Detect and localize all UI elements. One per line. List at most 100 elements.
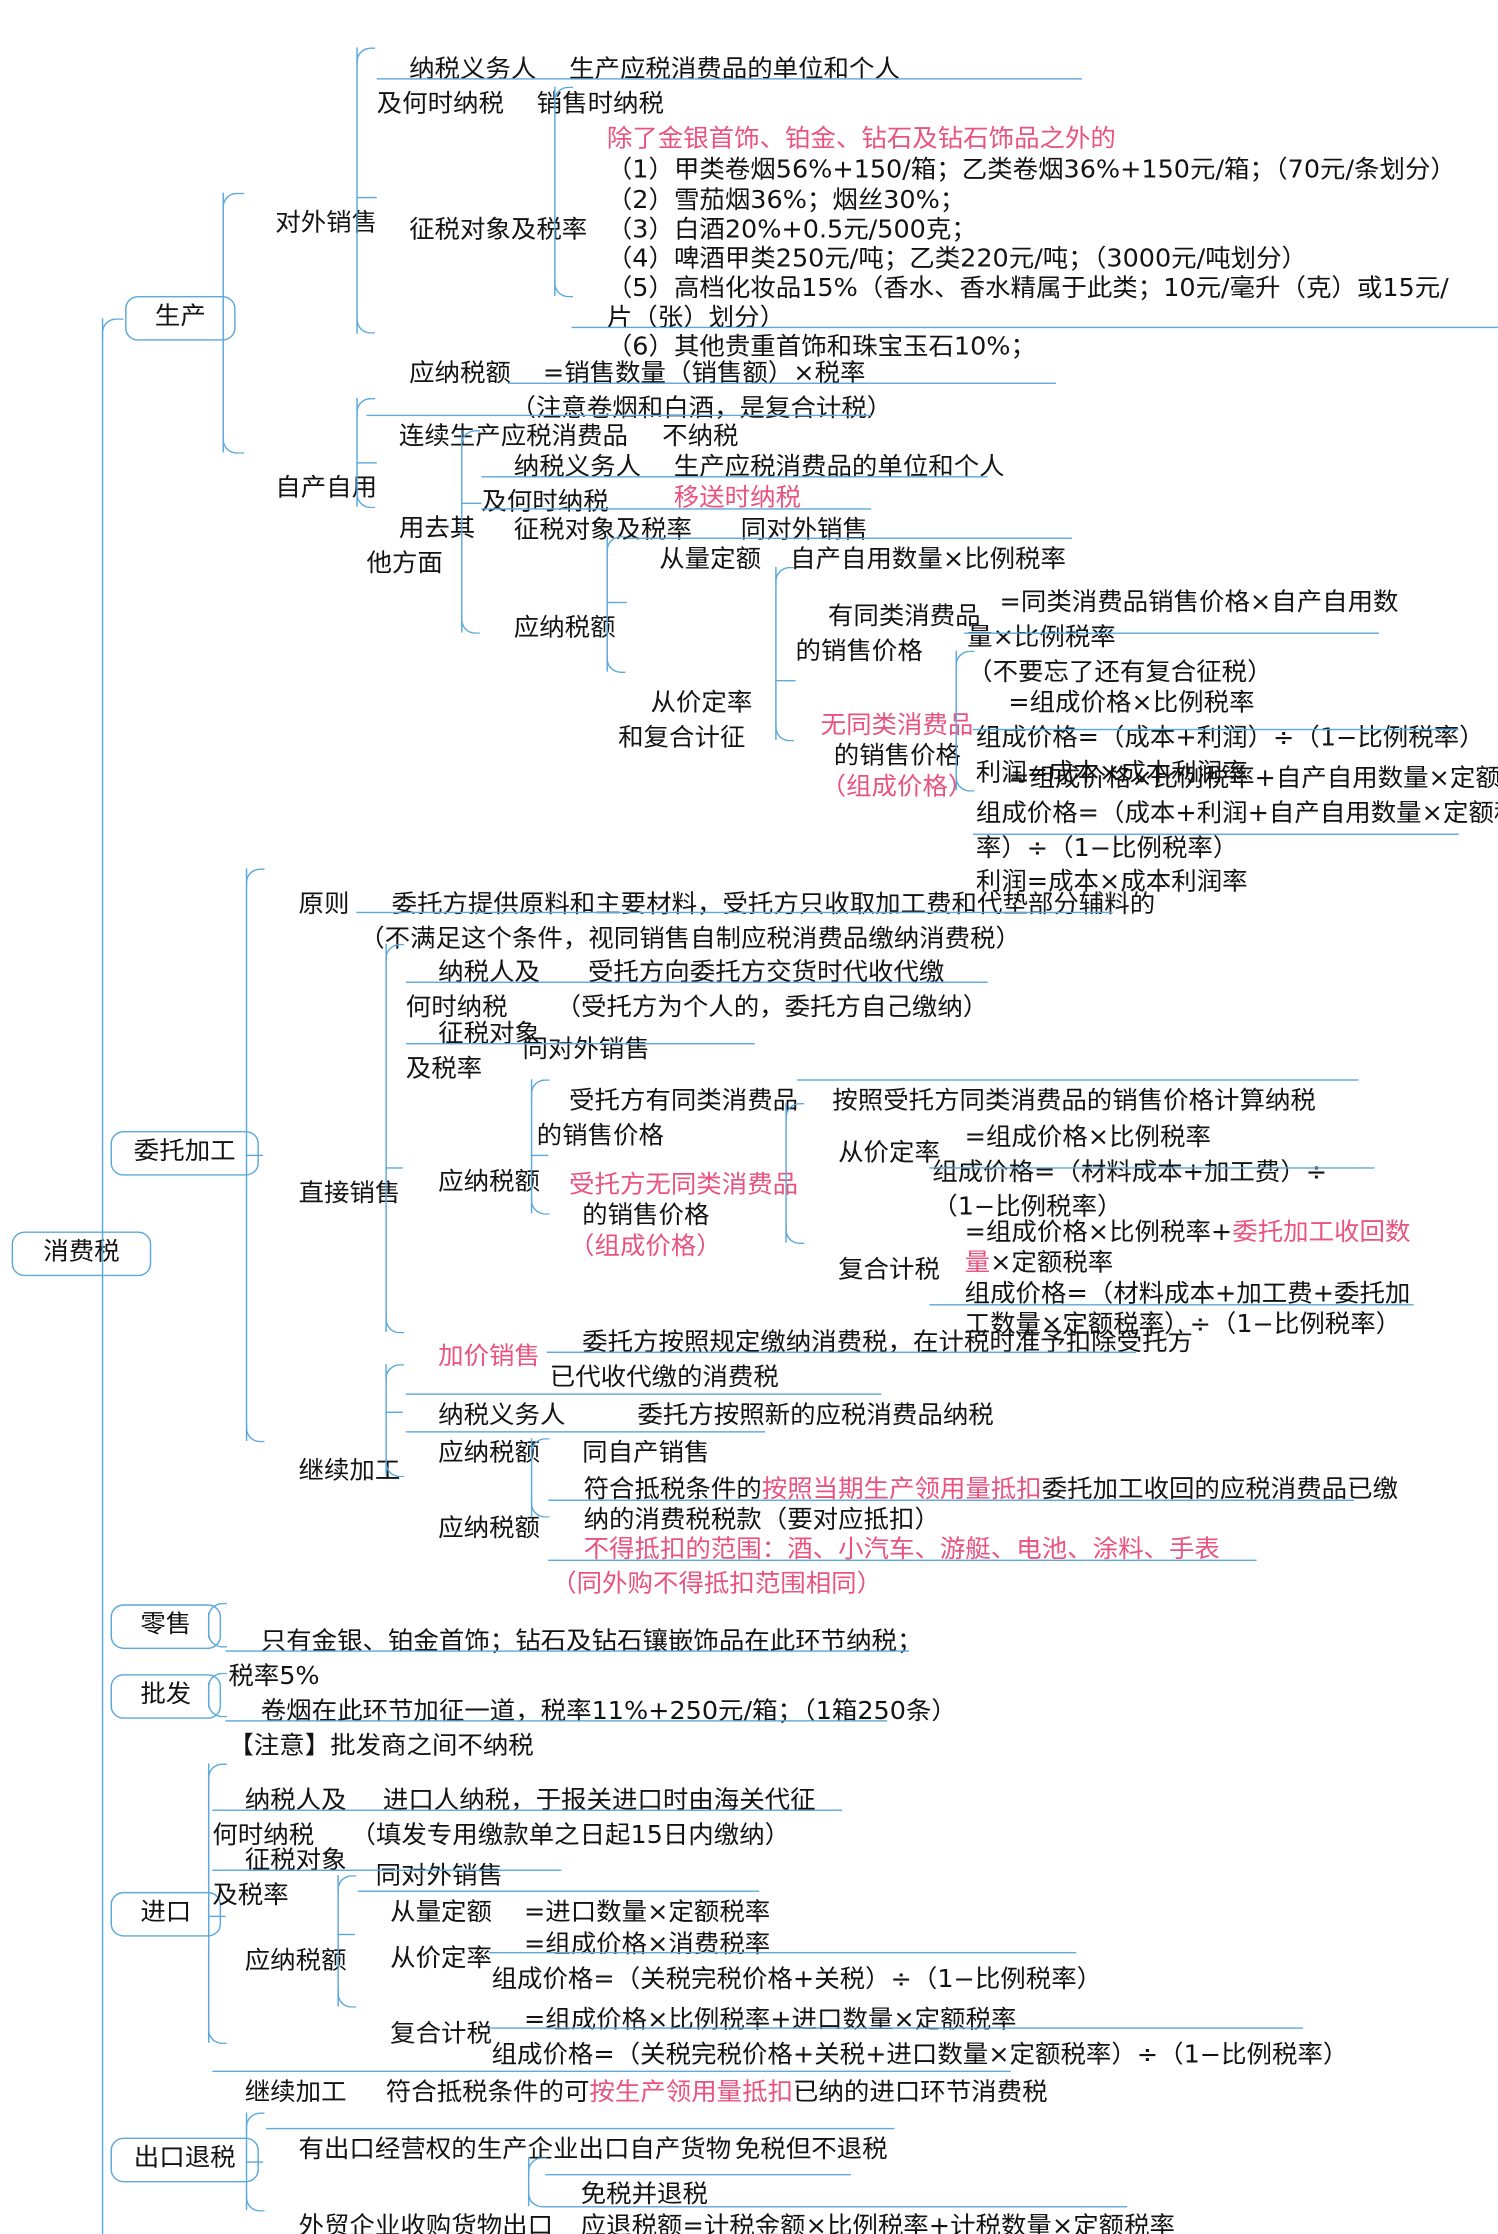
ext-elbow-top: [356, 47, 376, 66]
node-continue-process-label[interactable]: 继续加工: [266, 1420, 401, 1524]
imppay-elbow-top: [337, 1875, 357, 1894]
external-sales-label: 对外销售: [275, 209, 378, 238]
node-principle-label[interactable]: 原则: [266, 853, 350, 957]
cont-taxpayer-label: 纳税义务人: [438, 1401, 566, 1430]
node-ent-same-kind-value: 按照受托方同类消费品的销售价格计算纳税: [800, 1050, 1316, 1154]
node-selfuse-taxpayer-label[interactable]: 纳税义务人 及何时纳税: [481, 416, 641, 555]
node-other-use[interactable]: 用去其 他方面: [367, 478, 476, 617]
continue-spine: [385, 1364, 387, 1476]
node-ent-composite-label[interactable]: 复合计税: [806, 1219, 940, 1323]
node-nosame-value-1: =组成价格×比例税率 组成价格=（成本+利润）÷（1−比例税率） 利润=成本×成…: [976, 652, 1485, 825]
cp2-line2: 纳的消费税税款（要对应抵扣）: [583, 1506, 940, 1535]
selfuse-quantity-value: 自产自用数量×比例税率: [790, 545, 1066, 574]
node-same-kind-label[interactable]: 有同类消费品 的销售价格: [796, 565, 981, 704]
prod-ext-objrate-label: 征税对象及税率: [409, 216, 588, 245]
et-elbow-top: [527, 2157, 547, 2176]
node-cont-payable1-label[interactable]: 应纳税额: [406, 1402, 540, 1506]
node-ent-same-kind-label[interactable]: 受托方有同类消费品 的销售价格: [537, 1050, 798, 1189]
ent-composite-line4: 工数量×定额税率）÷（1−比例税率）: [964, 1310, 1402, 1339]
same-kind-label: 有同类消费品 的销售价格: [795, 602, 981, 666]
node-markup-sale-label[interactable]: 加价销售: [406, 1305, 540, 1409]
branch-production[interactable]: 生产: [125, 296, 236, 341]
branch-entrusted-label: 委托加工: [133, 1137, 236, 1166]
node-export-trader-label[interactable]: 外贸企业收购货物出口: [266, 2175, 554, 2234]
selfuse-payable-spine: [606, 536, 608, 672]
export-elbow-mid: [245, 2161, 264, 2163]
import-advalorem-value: =组成价格×消费税率 组成价格=（关税完税价格+关税）÷（1−比例税率）: [491, 1930, 1103, 1994]
entrusted-elbow-top: [245, 868, 265, 887]
branch-production-label: 生产: [154, 302, 206, 331]
node-import-quantity-label[interactable]: 从量定额: [358, 1861, 492, 1965]
node-ent-nosame-black: 的销售价格: [550, 1164, 709, 1268]
objrate-item-2: （3）白酒20%+0.5元/500克；: [606, 216, 977, 245]
principle-underline: [356, 911, 1113, 914]
ent-same-kind-underline: [796, 1079, 1359, 1081]
cp2-pinkblock: 不得抵扣的范围：酒、小汽车、游艇、电池、涂料、手表 （同外购不得抵扣范围相同）: [551, 1535, 1220, 1599]
cont-payable2-label: 应纳税额: [438, 1514, 540, 1543]
node-prod-ext-taxpayer-label[interactable]: 纳税义务人 及何时纳税: [377, 18, 537, 157]
ent-advalorem-value: =组成价格×比例税率 组成价格=（材料成本+加工费）÷ （1−比例税率）: [932, 1123, 1328, 1222]
node-prod-ext-payable-label[interactable]: 应纳税额: [377, 323, 511, 427]
import-advalorem-underline: [488, 1951, 1077, 1954]
cont-payable1-underline: [405, 1431, 765, 1433]
cont-payable1-value: 同自产销售: [582, 1439, 710, 1468]
node-cont-payable2-label[interactable]: 应纳税额: [406, 1477, 540, 1581]
node-selfuse-advalorem-label[interactable]: 从价定率 和复合计征: [618, 652, 752, 791]
node-export-producer-label[interactable]: 有出口经营权的生产企业出口自产货物: [266, 2099, 732, 2203]
branch-import[interactable]: 进口: [110, 1891, 222, 1937]
node-direct-sale[interactable]: 直接销售: [266, 1142, 401, 1246]
node-cont-taxpayer-label[interactable]: 纳税义务人: [406, 1364, 566, 1468]
node-prod-ext-objrate-label[interactable]: 征税对象及税率: [377, 179, 588, 283]
ent-advalorem-label: 从价定率: [838, 1139, 940, 1168]
import-composite-underline: [488, 2027, 1304, 2029]
et-elbow-bot: [527, 2189, 547, 2208]
ent-payable-spine: [530, 1079, 533, 1214]
direct-elbow-mid: [385, 1167, 403, 1169]
node-objrate-item-1: （2）雪茄烟36%；烟丝30%；: [574, 149, 965, 253]
node-ent-nosame-pink-1[interactable]: 受托方无同类消费品: [537, 1134, 798, 1238]
node-continuous-label[interactable]: 连续生产应税消费品: [367, 385, 628, 489]
node-import-composite-label[interactable]: 复合计税: [358, 1983, 492, 2087]
markup-sale-label: 加价销售: [438, 1342, 540, 1371]
node-import-continue-label[interactable]: 继续加工: [212, 2041, 347, 2145]
import-quantity-label: 从量定额: [390, 1898, 492, 1927]
self-use-spine: [356, 397, 358, 507]
cont-taxpayer-value: 委托方按照新的应税消费品纳税: [637, 1401, 994, 1430]
node-selfuse-quantity-label[interactable]: 从量定额: [627, 508, 761, 612]
production-spine: [222, 192, 224, 453]
node-ent-advalorem-label[interactable]: 从价定率: [806, 1102, 940, 1206]
branch-entrusted[interactable]: 委托加工: [110, 1130, 259, 1176]
node-cont-taxpayer-value: 委托方按照新的应税消费品纳税: [605, 1364, 994, 1468]
ent-composite-pink: 委托加工收回数: [1232, 1218, 1411, 1247]
wholesale-elbow2: [207, 1699, 227, 1718]
cp2-underline: [548, 1499, 1355, 1501]
ent-nosame-pink-1: 受托方无同类消费品: [569, 1171, 799, 1200]
branch-wholesale[interactable]: 批发: [110, 1674, 222, 1719]
continuous-underline: [366, 414, 872, 417]
export-elbow-bot: [245, 2193, 265, 2212]
import-payable-spine: [337, 1875, 339, 2007]
node-selfuse-payable-label[interactable]: 应纳税额: [481, 577, 616, 681]
node-ent-payable-label[interactable]: 应纳税额: [406, 1131, 540, 1235]
node-external-sales[interactable]: 对外销售: [243, 172, 377, 276]
prod-ext-payable-underline: [507, 382, 1056, 384]
cp2-elbow-bot: [530, 1499, 550, 1518]
ent-composite-pre: =组成价格×比例税率+: [964, 1218, 1233, 1247]
cont-payable2-spine: [530, 1438, 533, 1517]
otheruse-elbow-top: [461, 430, 480, 449]
node-selfuse-objrate-label[interactable]: 征税对象及税率: [481, 479, 692, 583]
branch-export-refund[interactable]: 出口退税: [110, 2137, 259, 2182]
advalorem-spine: [775, 566, 777, 741]
ent-payable-label: 应纳税额: [438, 1168, 540, 1197]
import-continue-post: 已纳的进口环节消费税: [793, 2078, 1048, 2107]
otheruse-spine: [461, 430, 463, 633]
prod-ext-taxpayer-underline: [376, 78, 1083, 80]
node-import-advalorem-label[interactable]: 从价定率: [358, 1907, 492, 2011]
node-no-same-kind-label-1[interactable]: 无同类消费品: [788, 674, 974, 778]
export-producer-label: 有出口经营权的生产企业出口自产货物: [298, 2136, 732, 2164]
branch-retail[interactable]: 零售: [110, 1604, 222, 1649]
node-ent-advalorem-value: =组成价格×比例税率 组成价格=（材料成本+加工费）÷ （1−比例税率）: [932, 1086, 1327, 1259]
objrate-underline: [571, 326, 1498, 329]
node-import-payable-label[interactable]: 应纳税额: [212, 1910, 347, 2014]
root-node[interactable]: 消费税: [11, 1231, 152, 1276]
